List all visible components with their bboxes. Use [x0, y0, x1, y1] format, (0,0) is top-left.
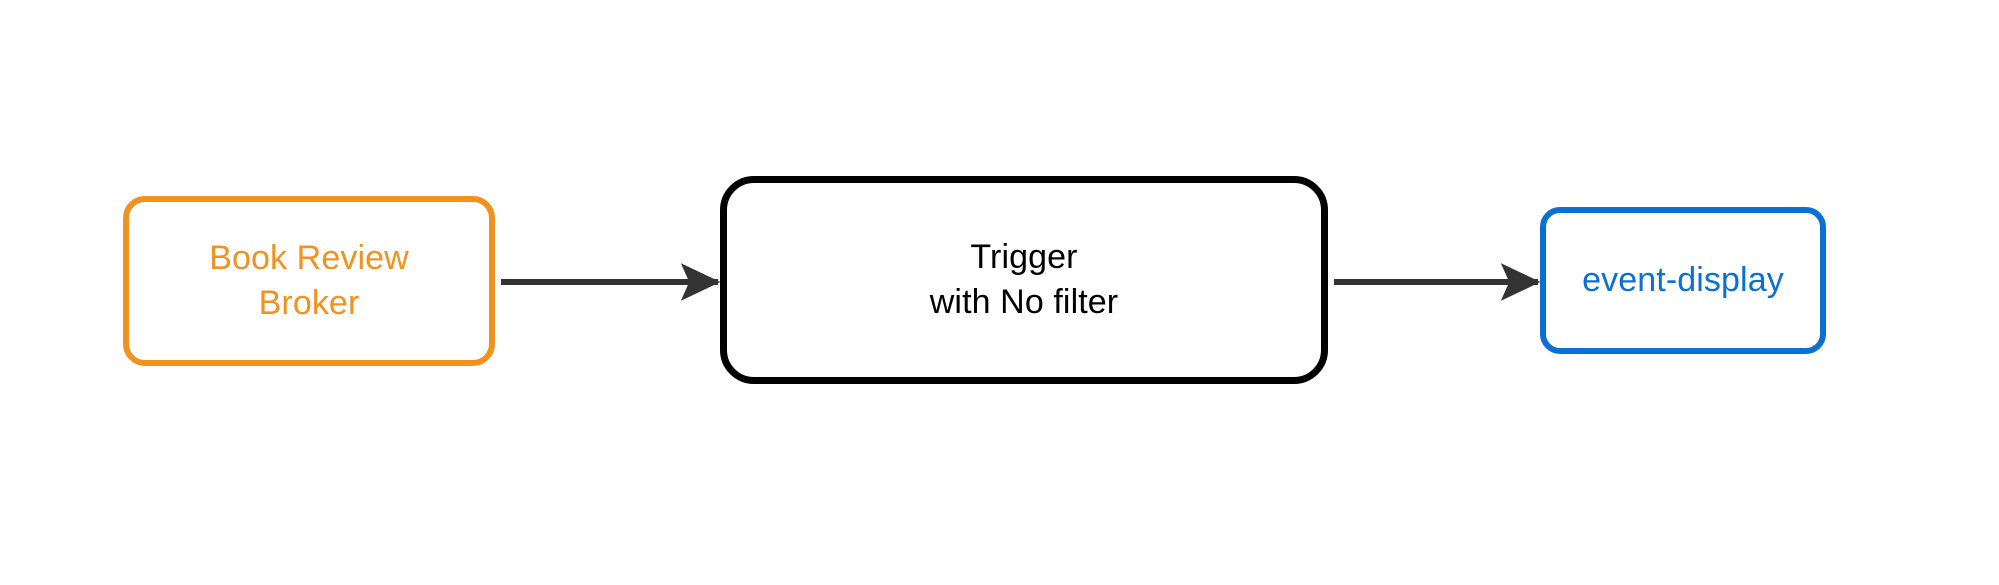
- node-broker-label: Book Review Broker: [209, 239, 409, 322]
- node-sink-label: event-display: [1582, 261, 1784, 300]
- node-trigger-with-no-filter[interactable]: Trigger with No filter: [720, 176, 1328, 384]
- node-trigger-label: Trigger with No filter: [929, 238, 1119, 321]
- node-event-display[interactable]: event-display: [1540, 207, 1826, 354]
- node-book-review-broker[interactable]: Book Review Broker: [123, 196, 495, 366]
